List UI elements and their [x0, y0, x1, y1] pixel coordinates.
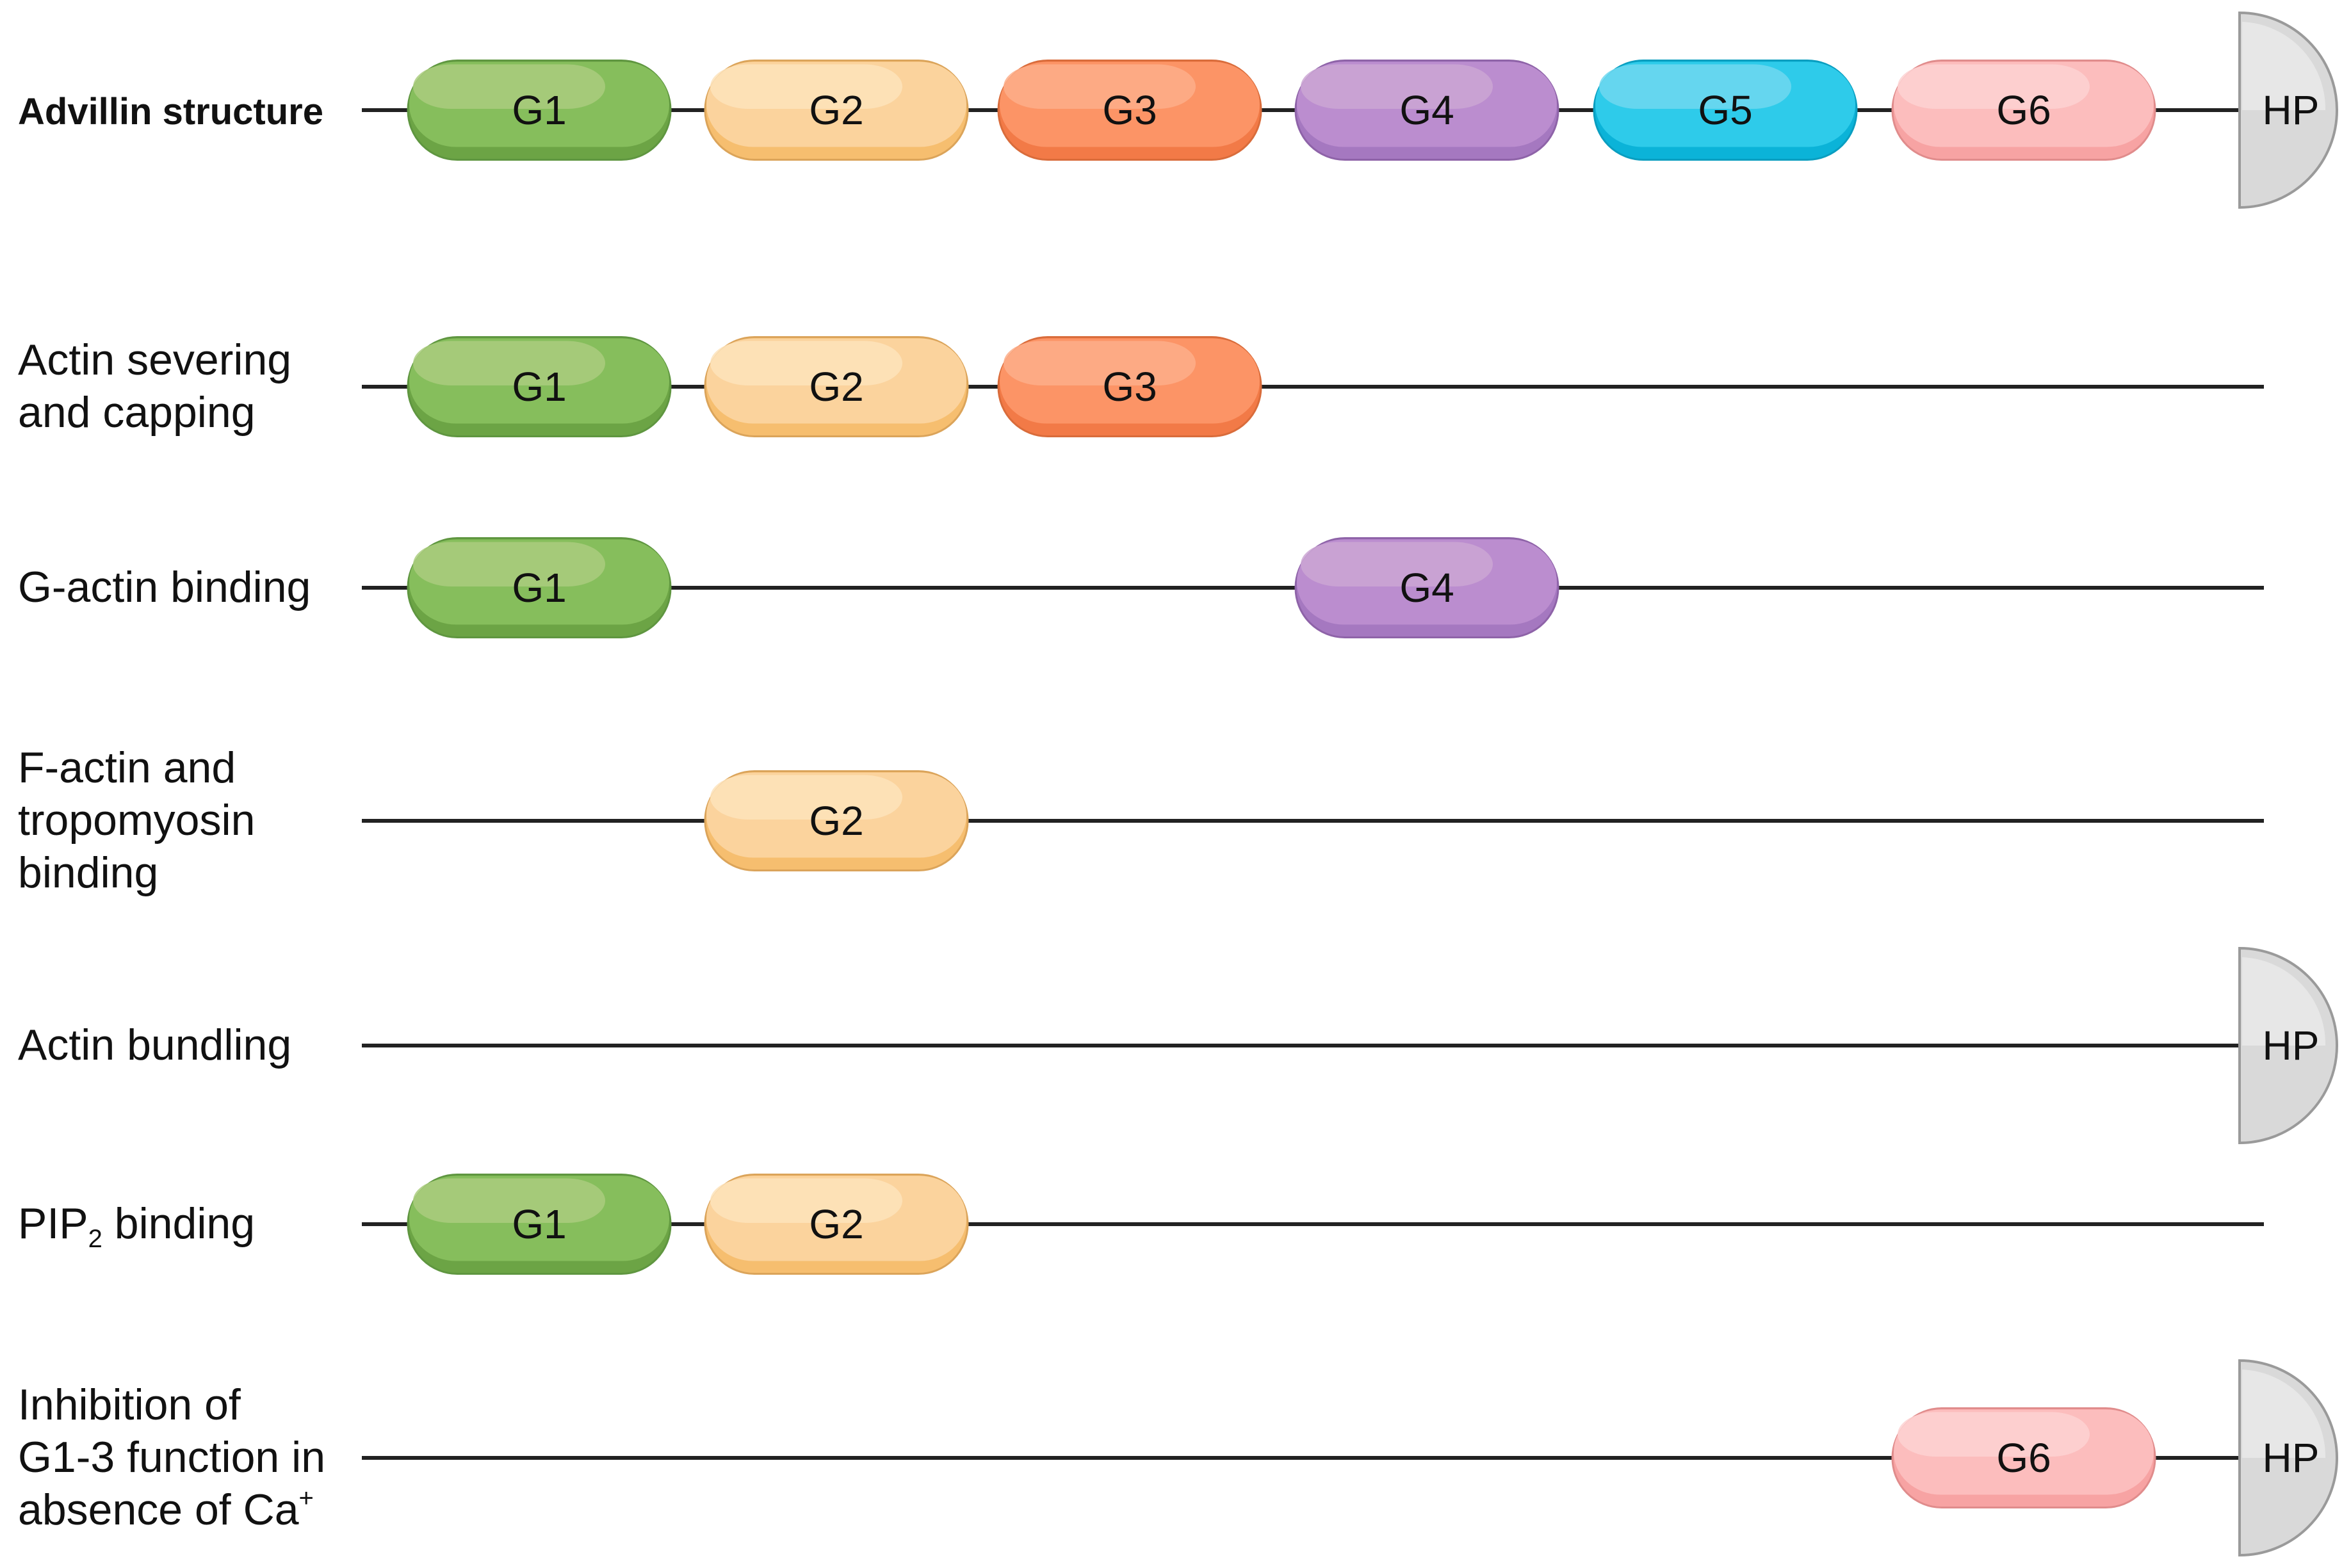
hp-label: HP: [2263, 87, 2320, 133]
domain-label: G1: [512, 565, 566, 611]
domain-g2: G2: [704, 1174, 969, 1275]
domain-label: G1: [512, 87, 566, 133]
hp-headpiece: HP: [2238, 946, 2338, 1145]
domain-g4: G4: [1294, 60, 1559, 161]
hp-headpiece: HP: [2238, 11, 2338, 209]
domain-g2: G2: [704, 770, 969, 871]
hp-headpiece: HP: [2238, 1359, 2338, 1557]
domain-g6: G6: [1891, 1407, 2156, 1508]
domain-g3: G3: [997, 60, 1262, 161]
domain-label: G4: [1399, 565, 1454, 611]
domain-label: G6: [1996, 1435, 2051, 1481]
domain-g2: G2: [704, 336, 969, 437]
row-label: G-actin binding: [18, 563, 311, 611]
row-label: PIP2 binding: [18, 1199, 255, 1253]
hp-label: HP: [2263, 1022, 2320, 1069]
domain-g1: G1: [407, 60, 672, 161]
domain-label: G3: [1102, 87, 1157, 133]
row-5: Actin bundling HP: [18, 946, 2338, 1145]
domain-label: G6: [1996, 87, 2051, 133]
domain-label: G1: [512, 1201, 566, 1247]
domain-label: G2: [809, 798, 863, 844]
domain-label: G2: [809, 87, 863, 133]
domain-g5: G5: [1593, 60, 1858, 161]
domain-g1: G1: [407, 336, 672, 437]
row-6: PIP2 binding G1 G2: [18, 1174, 2264, 1275]
domain-g2: G2: [704, 60, 969, 161]
row-label: Advillin structure: [18, 91, 323, 133]
row-3: G-actin binding G1 G4: [18, 537, 2264, 638]
domain-g1: G1: [407, 1174, 672, 1275]
domain-label: G4: [1399, 87, 1454, 133]
domain-g4: G4: [1294, 537, 1559, 638]
domain-label: G1: [512, 364, 566, 410]
row-1: Advillin structure G1 G2 G3 G4 G5 G6 HP: [18, 11, 2338, 209]
domain-g3: G3: [997, 336, 1262, 437]
domain-label: G5: [1698, 87, 1752, 133]
domain-label: G2: [809, 1201, 863, 1247]
row-label: Actin bundling: [18, 1021, 291, 1069]
domain-label: G3: [1102, 364, 1157, 410]
domain-label: G2: [809, 364, 863, 410]
domain-g6: G6: [1891, 60, 2156, 161]
domain-g1: G1: [407, 537, 672, 638]
hp-label: HP: [2263, 1435, 2320, 1481]
